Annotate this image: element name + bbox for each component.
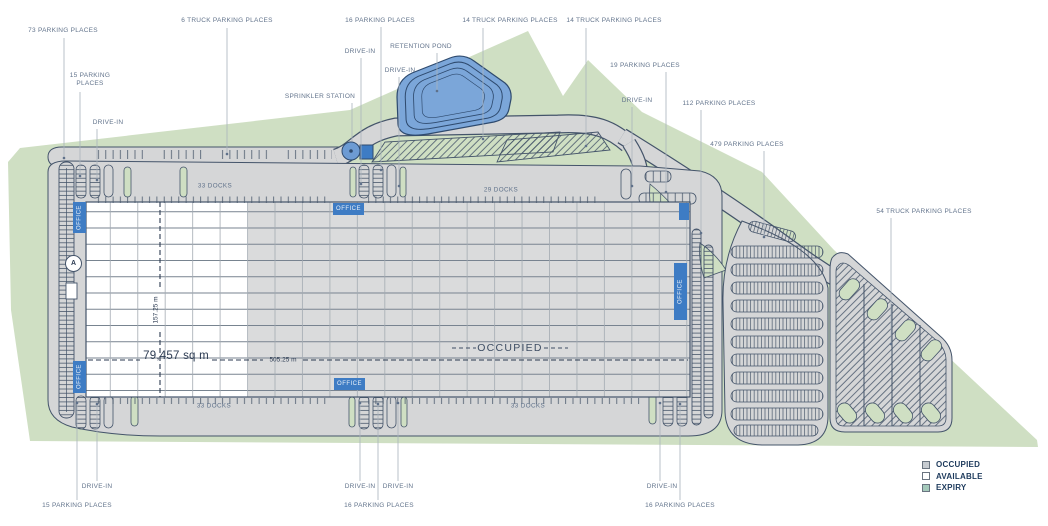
- legend-label: AVAILABLE: [936, 471, 983, 481]
- truck-parking-6: [95, 150, 332, 159]
- legend: OCCUPIED AVAILABLE EXPIRY: [922, 460, 983, 492]
- legend-label: EXPIRY: [936, 483, 967, 492]
- truck-parking-strips: [371, 131, 611, 163]
- retention-pond: [396, 55, 512, 136]
- leader-dots: [62, 89, 893, 406]
- building: [65, 196, 691, 404]
- unit-box: [65, 282, 78, 300]
- legend-item-expiry: EXPIRY: [922, 483, 983, 492]
- sprinkler-station: [341, 141, 374, 161]
- expiry-swatch-icon: [922, 483, 930, 492]
- legend-item-occupied: OCCUPIED: [922, 460, 983, 469]
- dimension-lines: [88, 202, 688, 397]
- parking-strip-112: [691, 228, 714, 426]
- occupied-swatch-icon: [922, 460, 930, 469]
- leader-lines: [63, 27, 892, 500]
- office-block-small: [679, 203, 689, 220]
- legend-item-available: AVAILABLE: [922, 472, 983, 481]
- available-swatch-icon: [922, 472, 930, 480]
- legend-label: OCCUPIED: [936, 460, 981, 469]
- dock-ticks: [92, 196, 640, 404]
- parking-lot-479: [722, 220, 829, 446]
